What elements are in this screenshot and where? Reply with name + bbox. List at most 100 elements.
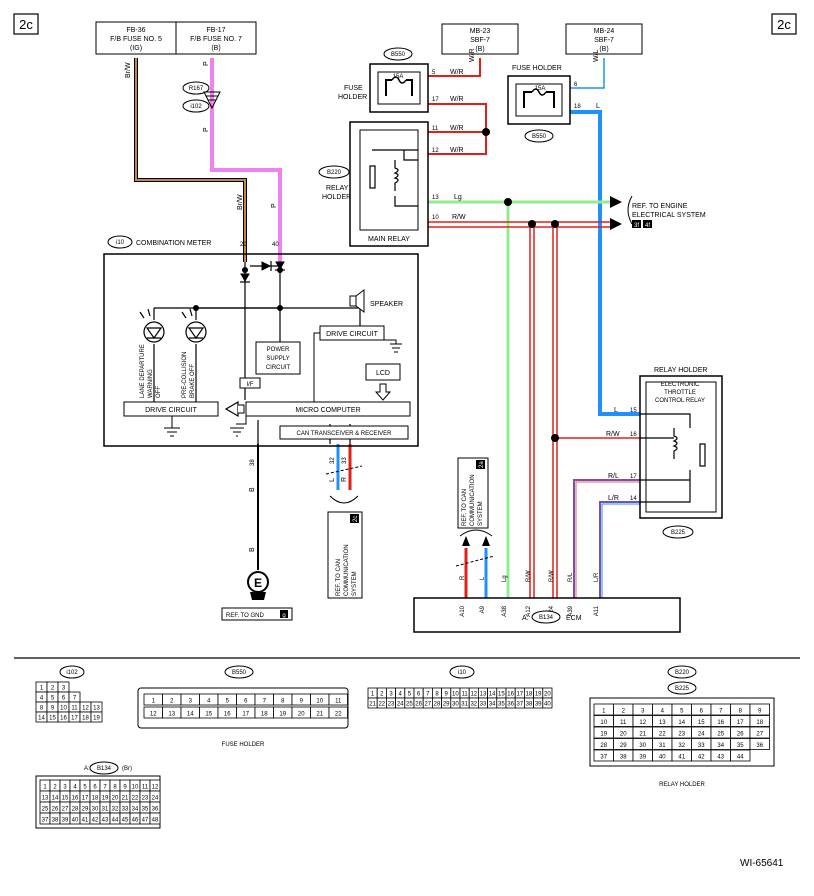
wire-rl-lr [573,479,640,598]
wire-brw [134,58,247,262]
code-rw: R/W [452,214,466,221]
pin-number: 30 [452,702,459,708]
pin-number: 13 [168,712,175,718]
pin-14: 14 [630,496,637,502]
pin-number: 48 [152,818,159,824]
arrow-up-icon [374,383,392,401]
can-transceiver-label: CAN TRANSCEIVER & RECEIVER [297,431,393,437]
pin-number: 33 [480,702,487,708]
pin-number: 8 [281,699,285,705]
pin-number: 35 [142,807,149,813]
ground-ref-label: REF. TO GND [226,613,264,619]
pin-number: 11 [142,785,149,791]
pin-number: 12 [470,692,477,698]
pin-number: 5 [226,699,230,705]
pin-17: 17 [432,97,439,103]
pin-number: 19 [93,716,100,722]
pin-number: 5 [83,785,87,791]
fuse-box-fb17 [175,21,257,55]
pin-number: 14 [678,720,685,726]
fuse-box-fb36 [95,21,177,55]
pin-number: 18 [82,716,89,722]
pin-number: 7 [426,692,430,698]
twisted-pair-mark [325,465,363,475]
can-ref-box [327,511,363,599]
can-ref-bracket [329,495,359,504]
pin-number: 28 [72,807,79,813]
pin-number: 6 [93,785,97,791]
pin-number: 9 [300,699,304,705]
wire-lg [428,200,610,598]
power-l1: POWER [267,347,290,353]
ground-icon-drive [164,416,180,437]
pin-number: 42 [92,818,99,824]
pin-number: 12 [150,712,157,718]
arrow-lg [610,196,622,208]
pin-number: 4 [661,709,665,715]
can-ref-ecm-tag: 2a [479,461,485,468]
pin-number: 14 [52,796,59,802]
code-p-mid: P [203,127,210,132]
splice-icon [203,91,221,110]
i10-label: i10 [116,240,125,246]
code-ecm-lr: L/R [594,572,600,582]
pin-number: 1 [371,692,375,698]
legend-i102-label: i102 [66,670,78,676]
fuse-holder-title: FUSE HOLDER [512,65,562,72]
pin-number: 6 [700,709,704,715]
pin-number: 34 [132,807,139,813]
pin-number: 47 [142,818,149,824]
pin-a38: A38 [502,605,508,616]
code-brw-mid: Br/W [237,194,244,210]
pin-number: 15 [205,712,212,718]
pin-number: 37 [42,818,49,824]
pin-number: 41 [82,818,89,824]
pin-number: 14 [187,712,194,718]
pin-number: 20 [298,712,305,718]
pin-20: 20 [240,242,247,248]
legend-b225-oval [667,681,697,695]
pin-number: 30 [92,807,99,813]
engine-ref-l2: ELECTRICAL SYSTEM [632,212,706,219]
legend-b134-suffix: (Br) [122,766,132,772]
fuse-right-element [531,88,547,96]
pin-number: 16 [717,720,724,726]
pin-number: 44 [112,818,119,824]
right-tag: 2c [777,17,791,32]
pin-number: 33 [122,807,129,813]
pin-number: 4 [73,785,77,791]
pin-number: 9 [445,692,449,698]
throttle-l1: ELECTRONIC [661,382,700,388]
pin-cell [749,726,770,739]
left-tag-box [13,13,39,35]
pin-number: 12 [152,785,159,791]
pin-number: 3 [189,699,193,705]
pin-number: 9 [123,785,127,791]
pin-number: 30 [639,743,646,749]
pin-number: 18 [92,796,99,802]
can-ref-ecm-l3: SYSTEM [478,501,484,526]
pin-number: 35 [498,702,505,708]
pin-number: 10 [316,699,323,705]
pin-number: 33 [698,743,705,749]
pin-number: 25 [42,807,49,813]
pin-cell [749,738,770,750]
can-ref-ecm-box [457,457,489,529]
pin-12: 12 [432,148,439,154]
pin-number: 24 [397,702,404,708]
legend-i10-oval [449,665,475,679]
pin-number: 26 [737,732,744,738]
code-ecm-lg: Lg [502,575,508,582]
pin-number: 17 [516,692,523,698]
fuse-box-mb23 [441,23,519,55]
mb23-name: SBF-7 [470,37,490,44]
code-p-top: P [203,61,210,66]
ground-icon-speaker [384,339,402,353]
pin-number: 1 [43,785,47,791]
throttle-relay-coil-icon [640,413,706,503]
b225-label: B225 [671,530,686,536]
if-label: I/F [247,382,254,388]
pin-number: 32 [678,743,685,749]
pin-number: 21 [316,712,323,718]
pin-number: 36 [507,702,514,708]
